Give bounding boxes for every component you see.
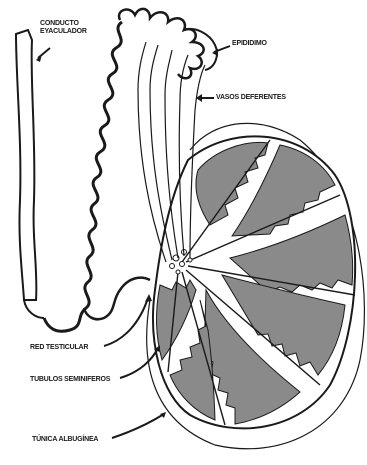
label-epididimo: EPIDIDIMO [232, 40, 267, 48]
label-conducto-eyaculador: CONDUCTO EYACULADOR [40, 20, 87, 36]
epididymis [119, 9, 204, 78]
ductus-deferens [44, 22, 122, 331]
arrow-tunica [112, 414, 164, 438]
label-vasos-deferentes: VASOS DEFERENTES [216, 94, 286, 102]
ductus-deferens-lower [84, 278, 150, 320]
arrow-tubulos [120, 348, 158, 378]
label-tunica-albuginea: TÚNICA ALBUGÍNEA [32, 436, 98, 444]
ejaculatory-duct-bend [24, 300, 44, 318]
label-red-testicular: RED TESTICULAR [30, 344, 88, 352]
label-tubulos-seminiferos: TUBULOS SEMINIFEROS [30, 376, 110, 384]
arrow-red [104, 298, 148, 346]
ejaculatory-duct [16, 30, 36, 300]
